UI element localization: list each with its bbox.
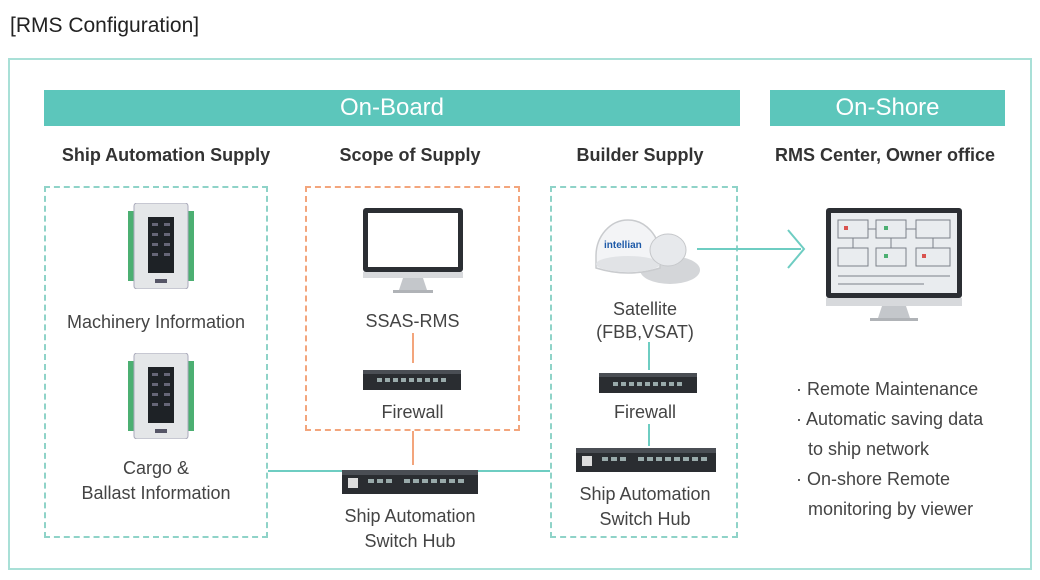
column-header-scope: Scope of Supply: [339, 145, 481, 165]
column-header-builder: Builder Supply: [576, 145, 704, 165]
feature-item: · Automatic saving data: [796, 409, 984, 429]
diagram-frame: [8, 58, 1032, 570]
switch-hub-label-line2: Switch Hub: [364, 531, 456, 551]
connector-line: [648, 424, 650, 446]
satellite-label-line2: (FBB,VSAT): [596, 322, 694, 342]
firewall-label: Firewall: [381, 402, 444, 422]
control-panel-icon: [128, 353, 194, 439]
rms-center-monitor-icon: [826, 208, 962, 321]
onshore-band: On-Shore: [770, 90, 1005, 126]
connector-line: [478, 470, 550, 472]
feature-list: · Remote Maintenance · Automatic saving …: [796, 374, 983, 524]
firewall-icon: [599, 373, 697, 393]
switch-hub-label-line1: Ship Automation: [344, 506, 476, 526]
onboard-band: On-Board: [44, 90, 740, 126]
cargo-ballast-label-line2: Ballast Information: [81, 483, 231, 503]
feature-item: monitoring by viewer: [808, 499, 974, 519]
monitor-icon: [363, 208, 463, 293]
builder-switch-hub-label-line1: Ship Automation: [579, 484, 711, 504]
builder-supply-box: [550, 186, 738, 538]
satellite-brand-text: intellian: [604, 240, 642, 251]
feature-item: · On-shore Remote: [796, 469, 951, 489]
column-header-rms-center: RMS Center, Owner office: [774, 145, 996, 165]
satellite-antenna-icon: intellian: [595, 219, 700, 284]
ship-automation-box: [44, 186, 268, 538]
satellite-label-line1: Satellite: [612, 299, 678, 319]
feature-item: · Remote Maintenance: [796, 379, 979, 399]
connector-line: [648, 342, 650, 370]
firewall-icon: [363, 370, 461, 390]
machinery-information-label: Machinery Information: [66, 312, 246, 332]
ssas-rms-label: SSAS-RMS: [365, 311, 460, 331]
connector-line: [412, 431, 414, 465]
connector-line: [412, 333, 414, 363]
scope-of-supply-box: [305, 186, 520, 431]
control-panel-icon: [128, 203, 194, 289]
arrow-right-icon: [787, 229, 806, 269]
column-header-ship-automation: Ship Automation Supply: [61, 145, 271, 165]
page-title: [RMS Configuration]: [10, 14, 200, 37]
builder-switch-hub-label-line2: Switch Hub: [599, 509, 691, 529]
switch-hub-icon: [576, 448, 716, 472]
connector-line: [697, 248, 801, 250]
feature-item: to ship network: [808, 439, 930, 459]
cargo-ballast-label-line1: Cargo &: [122, 458, 190, 478]
connector-line: [268, 470, 344, 472]
firewall-label: Firewall: [613, 402, 676, 422]
switch-hub-icon: [342, 470, 478, 494]
